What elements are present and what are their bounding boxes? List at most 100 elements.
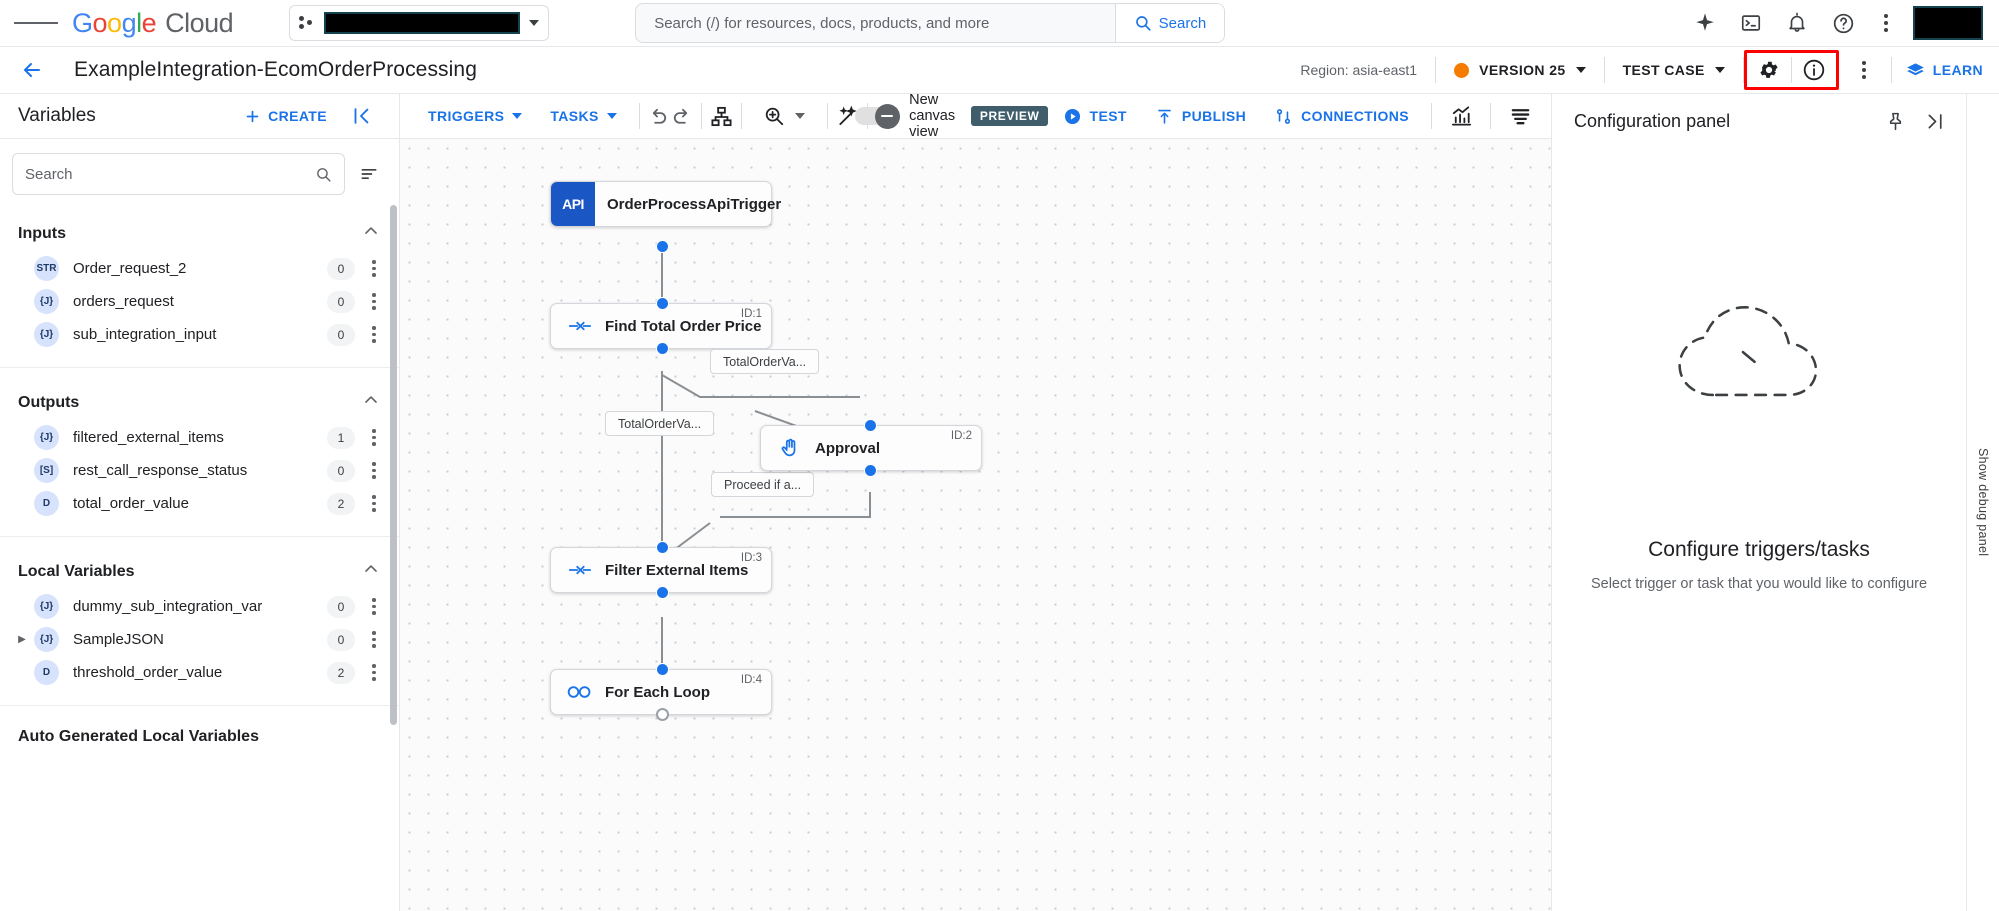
connections-button[interactable]: CONNECTIONS bbox=[1260, 99, 1423, 133]
project-picker[interactable] bbox=[289, 5, 550, 41]
node-input-port[interactable] bbox=[864, 419, 877, 432]
variable-more-icon[interactable] bbox=[363, 490, 385, 518]
auto-layout-button[interactable] bbox=[710, 97, 733, 135]
show-debug-panel-rail[interactable]: Show debug panel bbox=[1966, 94, 1999, 911]
test-button[interactable]: TEST bbox=[1049, 99, 1141, 133]
variable-more-icon[interactable] bbox=[363, 626, 385, 654]
section-header-outputs[interactable]: Outputs bbox=[0, 384, 399, 421]
play-circle-icon bbox=[1064, 108, 1080, 124]
create-variable-button[interactable]: CREATE bbox=[232, 108, 339, 125]
edge-label[interactable]: TotalOrderVa... bbox=[710, 349, 820, 374]
node-filter-external-items[interactable]: Filter External Items ID:3 bbox=[550, 547, 772, 593]
integration-canvas[interactable]: API OrderProcessApiTrigger Find Total Or… bbox=[400, 139, 1551, 911]
info-icon bbox=[1803, 59, 1824, 81]
node-input-port[interactable] bbox=[656, 297, 669, 310]
variable-more-icon[interactable] bbox=[363, 424, 385, 452]
variables-scrollbar[interactable] bbox=[390, 205, 397, 725]
node-output-port[interactable] bbox=[656, 342, 669, 355]
node-output-port[interactable] bbox=[656, 586, 669, 599]
variable-row[interactable]: {J} orders_request 0 bbox=[0, 285, 399, 318]
node-label: For Each Loop bbox=[605, 683, 710, 701]
section-title: Local Variables bbox=[18, 562, 135, 580]
avatar[interactable] bbox=[1913, 6, 1983, 40]
back-button[interactable] bbox=[12, 50, 52, 90]
chevron-down-icon bbox=[795, 113, 806, 119]
notifications-bell-icon[interactable] bbox=[1777, 3, 1817, 43]
variable-row[interactable]: ▶ {J} SampleJSON 0 bbox=[0, 623, 399, 656]
variable-name: Order_request_2 bbox=[73, 260, 187, 277]
search-button[interactable]: Search bbox=[1114, 4, 1225, 42]
variable-more-icon[interactable] bbox=[363, 288, 385, 316]
variable-count: 0 bbox=[327, 257, 355, 280]
section-header-inputs[interactable]: Inputs bbox=[0, 215, 399, 252]
node-approval[interactable]: Approval ID:2 bbox=[760, 425, 982, 471]
search-input[interactable] bbox=[636, 4, 1115, 42]
pin-panel-button[interactable] bbox=[1876, 102, 1914, 140]
learn-button[interactable]: LEARN bbox=[1892, 61, 1983, 80]
variable-more-icon[interactable] bbox=[363, 659, 385, 687]
node-input-port[interactable] bbox=[656, 663, 669, 676]
main-body: Variables CREATE bbox=[0, 92, 1999, 911]
connections-label: CONNECTIONS bbox=[1301, 108, 1409, 124]
analytics-button[interactable] bbox=[1440, 97, 1482, 135]
more-options-icon[interactable] bbox=[1869, 3, 1903, 43]
node-input-port[interactable] bbox=[656, 541, 669, 554]
variables-search[interactable] bbox=[12, 153, 345, 195]
node-output-port[interactable] bbox=[656, 240, 669, 253]
publish-button[interactable]: PUBLISH bbox=[1141, 99, 1260, 133]
arrow-left-icon bbox=[24, 63, 40, 77]
variable-row[interactable]: {J} sub_integration_input 0 bbox=[0, 318, 399, 351]
logs-button[interactable] bbox=[1499, 97, 1541, 135]
variable-more-icon[interactable] bbox=[363, 255, 385, 283]
tasks-menu[interactable]: TASKS bbox=[536, 99, 630, 133]
variable-row[interactable]: {J} filtered_external_items 1 bbox=[0, 421, 399, 454]
new-canvas-view-toggle[interactable] bbox=[855, 103, 900, 129]
gemini-sparkle-icon[interactable] bbox=[1685, 3, 1725, 43]
variable-more-icon[interactable] bbox=[363, 321, 385, 349]
edge-label[interactable]: TotalOrderVa... bbox=[605, 411, 715, 436]
settings-button[interactable] bbox=[1747, 51, 1791, 89]
variable-row[interactable]: D total_order_value 2 bbox=[0, 487, 399, 520]
node-output-port[interactable] bbox=[864, 464, 877, 477]
node-order-process-api-trigger[interactable]: API OrderProcessApiTrigger bbox=[550, 181, 781, 227]
sort-button[interactable] bbox=[351, 156, 387, 192]
collapse-panel-button[interactable] bbox=[339, 96, 383, 136]
variable-more-icon[interactable] bbox=[363, 457, 385, 485]
node-output-port[interactable] bbox=[656, 708, 669, 721]
variable-count: 0 bbox=[327, 290, 355, 313]
variables-section-local: Local Variables {J} dummy_sub_integratio… bbox=[0, 537, 399, 706]
help-icon[interactable] bbox=[1823, 3, 1863, 43]
variable-row[interactable]: STR Order_request_2 0 bbox=[0, 252, 399, 285]
variable-more-icon[interactable] bbox=[363, 593, 385, 621]
variable-row[interactable]: {J} dummy_sub_integration_var 0 bbox=[0, 590, 399, 623]
variable-row[interactable]: D threshold_order_value 2 bbox=[0, 656, 399, 689]
hamburger-icon[interactable] bbox=[14, 1, 59, 45]
triggers-menu[interactable]: TRIGGERS bbox=[414, 99, 536, 133]
cloud-shell-icon[interactable] bbox=[1731, 3, 1771, 43]
test-case-selector[interactable]: TEST CASE bbox=[1605, 53, 1743, 87]
variable-row[interactable]: [S] rest_call_response_status 0 bbox=[0, 454, 399, 487]
expand-row-icon[interactable]: ▶ bbox=[18, 634, 26, 645]
zoom-icon bbox=[765, 107, 784, 126]
variables-list[interactable]: Inputs STR Order_request_2 0 {J} orders_… bbox=[0, 205, 399, 911]
section-title: Auto Generated Local Variables bbox=[18, 728, 259, 745]
global-search[interactable]: Search bbox=[635, 3, 1226, 43]
page-more-options-icon[interactable] bbox=[1847, 50, 1881, 90]
tasks-label: TASKS bbox=[550, 108, 599, 124]
magic-wand-button[interactable] bbox=[836, 97, 859, 135]
redo-button[interactable] bbox=[670, 97, 693, 135]
section-header-auto-generated[interactable]: Auto Generated Local Variables bbox=[0, 722, 399, 752]
test-case-label: TEST CASE bbox=[1622, 62, 1705, 78]
variable-type-badge: {J} bbox=[34, 289, 59, 314]
undo-button[interactable] bbox=[647, 97, 670, 135]
expand-panel-button[interactable] bbox=[1916, 102, 1954, 140]
variables-search-input[interactable] bbox=[25, 165, 315, 183]
configuration-panel-title: Configuration panel bbox=[1574, 110, 1731, 131]
info-button[interactable] bbox=[1792, 51, 1836, 89]
version-selector[interactable]: VERSION 25 bbox=[1436, 53, 1603, 87]
analytics-icon bbox=[1451, 105, 1471, 126]
edge-label[interactable]: Proceed if a... bbox=[711, 472, 815, 497]
zoom-control[interactable] bbox=[749, 99, 819, 133]
section-header-local-variables[interactable]: Local Variables bbox=[0, 553, 399, 590]
